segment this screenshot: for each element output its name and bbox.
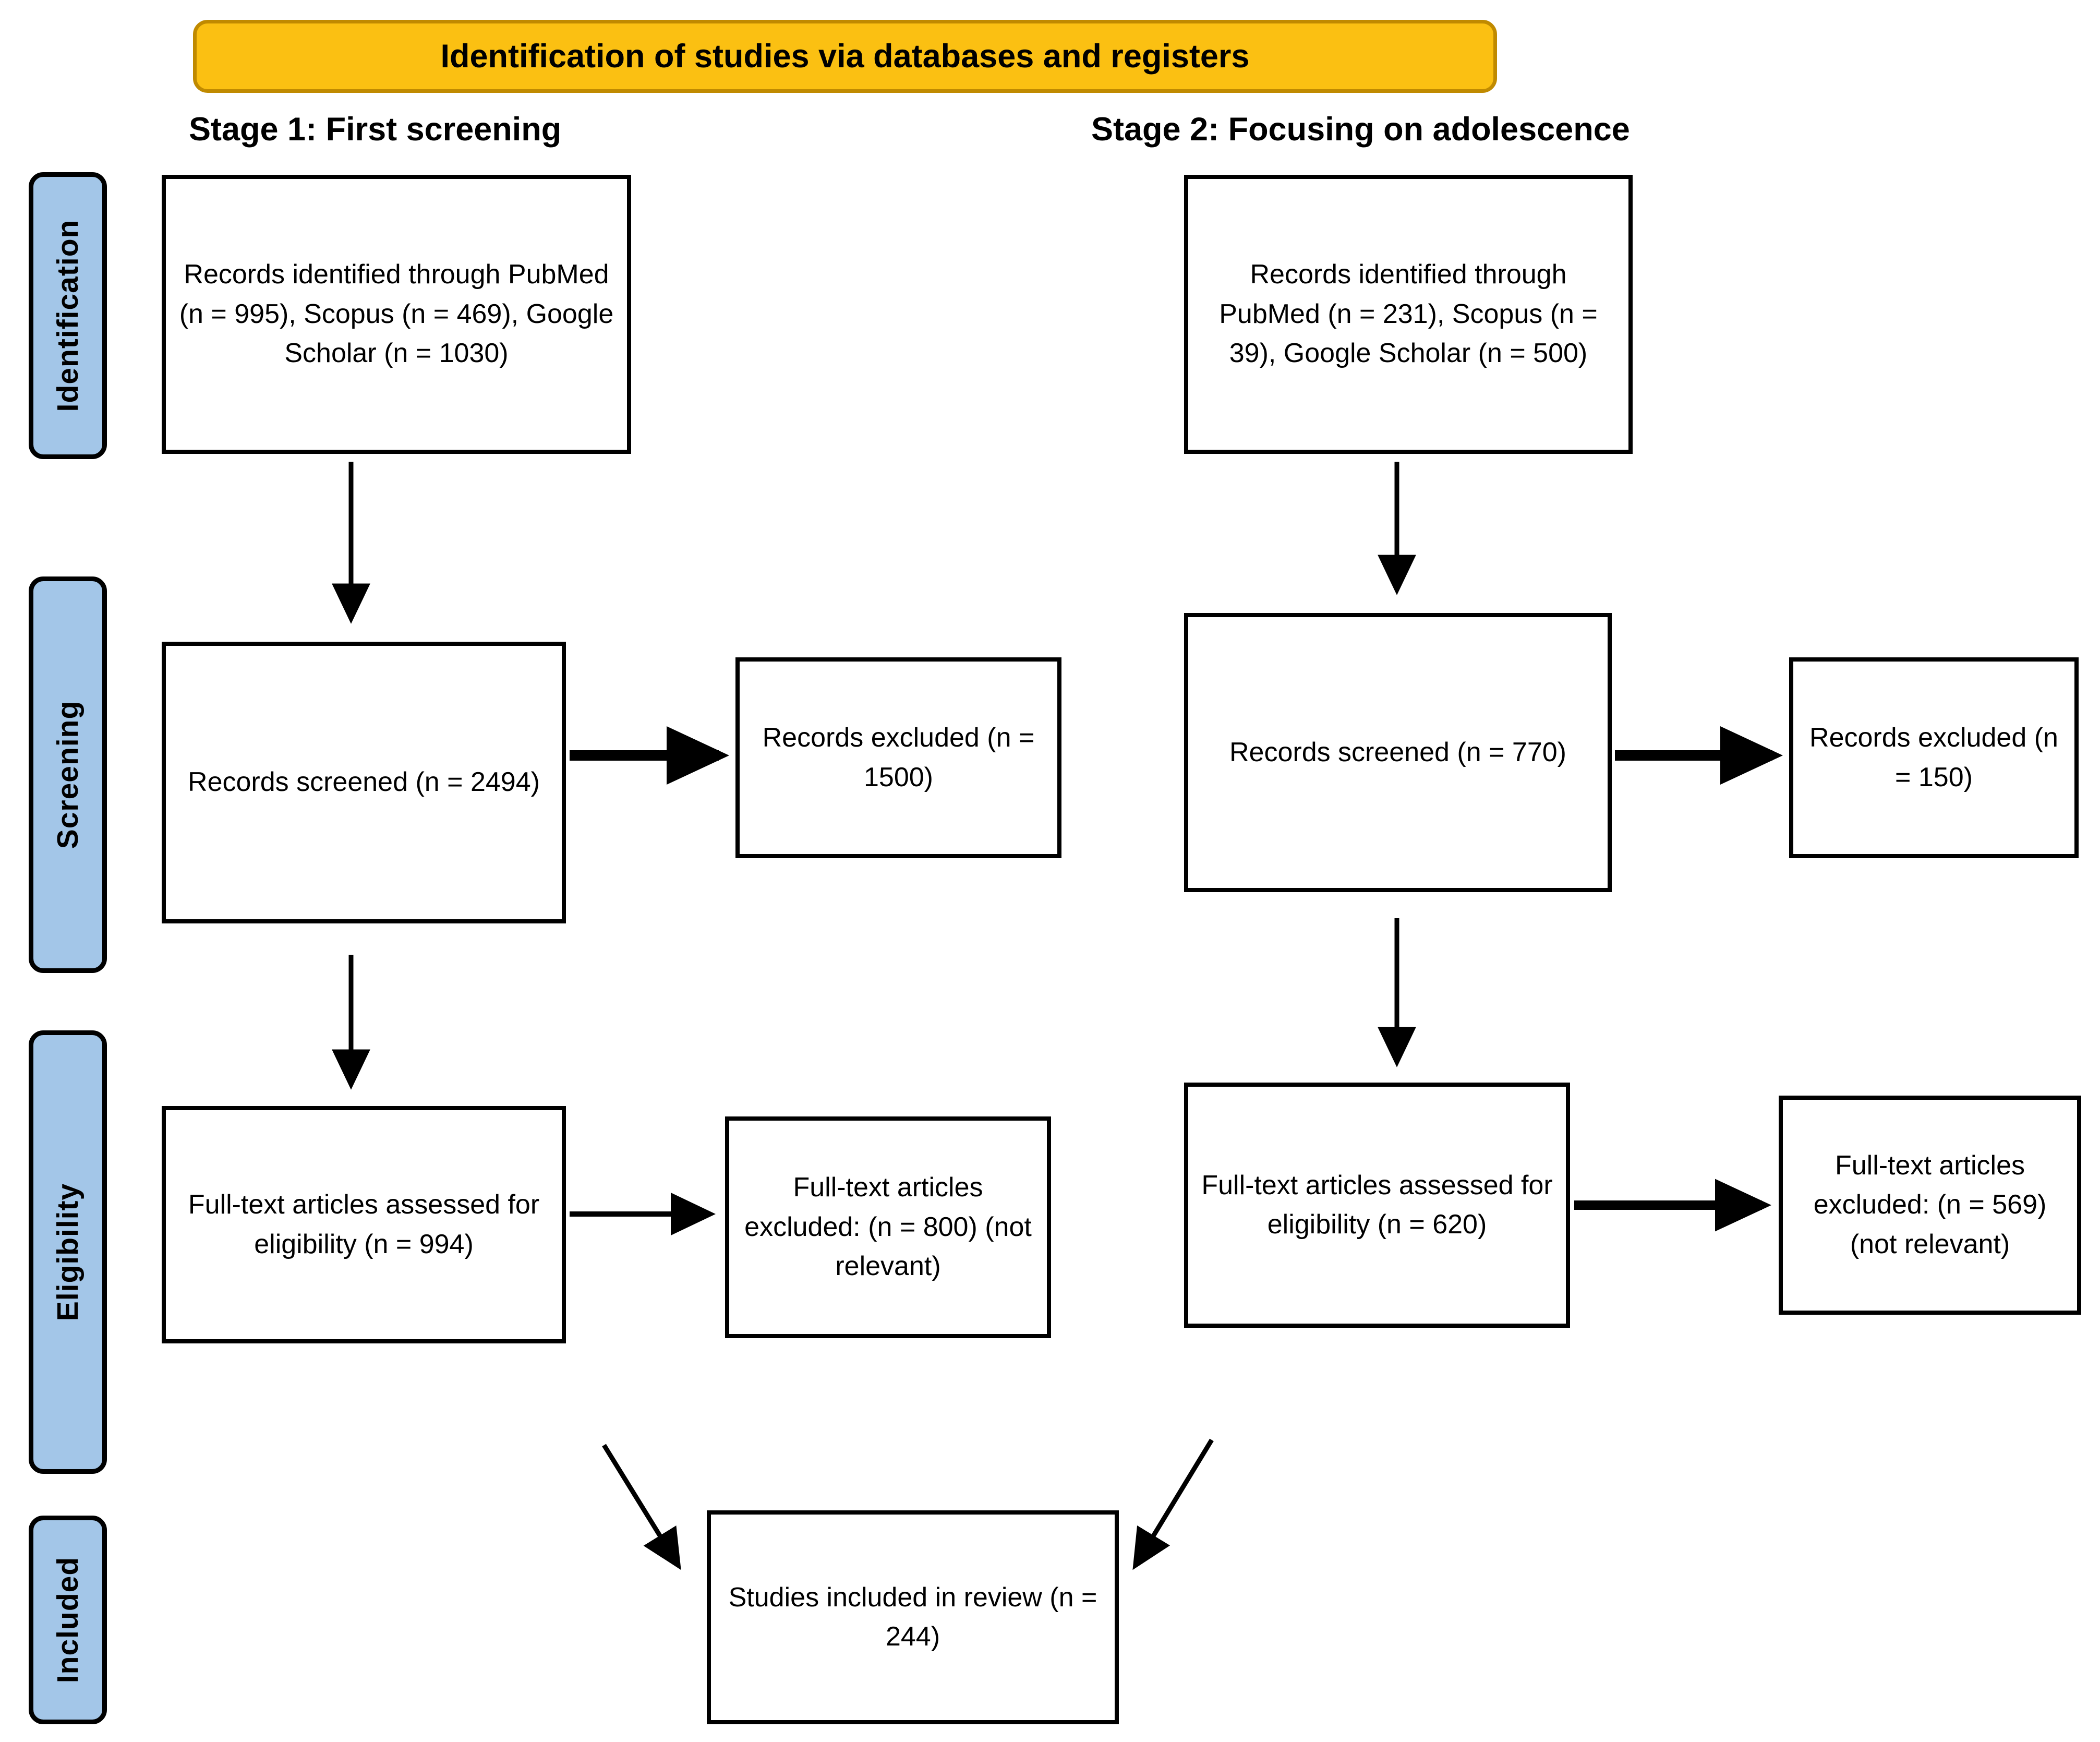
diagram-title: Identification of studies via databases … <box>440 38 1250 75</box>
box-records-screened-stage2-text: Records screened (n = 770) <box>1229 737 1566 767</box>
phase-pill-identification: Identification <box>29 172 107 459</box>
arrow-elig1-to-included <box>602 1444 681 1570</box>
box-records-excluded-stage2: Records excluded (n = 150) <box>1789 657 2079 858</box>
box-fulltext-excluded-stage2-text: Full-text articles excluded: (n = 569) (… <box>1813 1150 2047 1259</box>
diagram-title-banner: Identification of studies via databases … <box>193 20 1497 93</box>
arrow-elig2-to-included <box>1132 1438 1214 1570</box>
box-fulltext-assessed-stage1-text: Full-text articles assessed for eligibil… <box>188 1190 540 1259</box>
stage-2-heading: Stage 2: Focusing on adolescence <box>1091 111 1630 148</box>
box-fulltext-excluded-stage1: Full-text articles excluded: (n = 800) (… <box>725 1116 1051 1338</box>
box-identification-stage2: Records identified through PubMed (n = 2… <box>1184 175 1633 454</box>
box-records-screened-stage1: Records screened (n = 2494) <box>162 642 566 923</box>
box-records-excluded-stage1: Records excluded (n = 1500) <box>735 657 1061 858</box>
box-identification-stage2-text: Records identified through PubMed (n = 2… <box>1219 259 1598 369</box>
box-fulltext-assessed-stage1: Full-text articles assessed for eligibil… <box>162 1106 566 1343</box>
box-studies-included: Studies included in review (n = 244) <box>707 1510 1119 1724</box>
phase-label-eligibility: Eligibility <box>51 1183 85 1321</box>
phase-label-screening: Screening <box>51 700 85 849</box>
stage-1-heading: Stage 1: First screening <box>189 111 562 148</box>
box-fulltext-assessed-stage2-text: Full-text articles assessed for eligibil… <box>1201 1170 1553 1240</box>
phase-label-identification: Identification <box>51 219 85 412</box>
box-fulltext-assessed-stage2: Full-text articles assessed for eligibil… <box>1184 1083 1570 1328</box>
phase-label-included: Included <box>51 1556 85 1684</box>
box-identification-stage1: Records identified through PubMed (n = 9… <box>162 175 631 454</box>
box-studies-included-text: Studies included in review (n = 244) <box>728 1582 1097 1652</box>
box-fulltext-excluded-stage1-text: Full-text articles excluded: (n = 800) (… <box>744 1172 1032 1282</box>
box-records-excluded-stage1-text: Records excluded (n = 1500) <box>762 723 1035 792</box>
box-identification-stage1-text: Records identified through PubMed (n = 9… <box>179 259 614 369</box>
phase-pill-eligibility: Eligibility <box>29 1030 107 1474</box>
box-fulltext-excluded-stage2: Full-text articles excluded: (n = 569) (… <box>1779 1096 2081 1315</box>
box-records-screened-stage1-text: Records screened (n = 2494) <box>188 767 540 798</box>
box-records-screened-stage2: Records screened (n = 770) <box>1184 613 1612 892</box>
phase-pill-screening: Screening <box>29 576 107 973</box>
box-records-excluded-stage2-text: Records excluded (n = 150) <box>1809 723 2058 792</box>
phase-pill-included: Included <box>29 1516 107 1724</box>
